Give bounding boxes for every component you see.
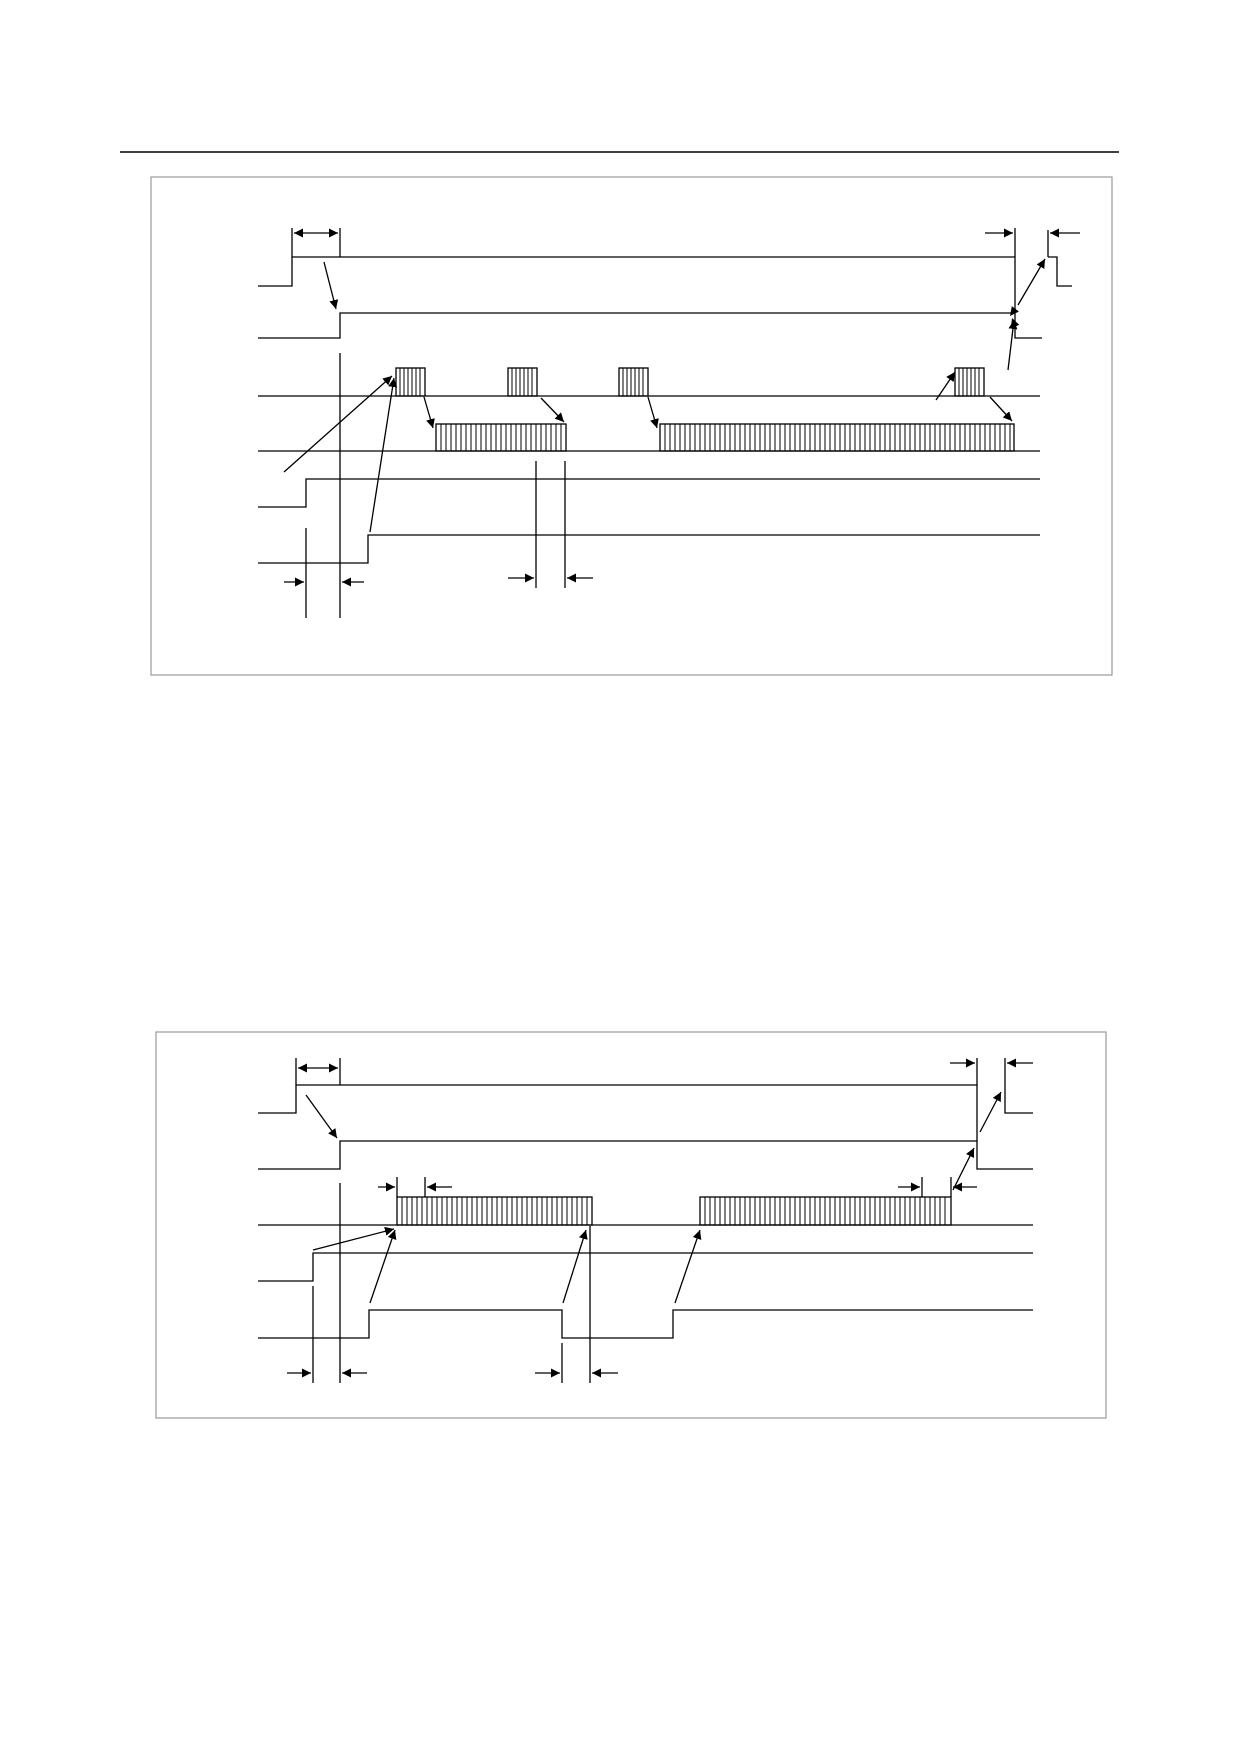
waveform-1 bbox=[258, 1058, 1033, 1170]
waveform-4 bbox=[258, 1226, 1033, 1383]
figure-frame bbox=[155, 1031, 1107, 1419]
waveform-1 bbox=[258, 228, 1080, 371]
waveform-2 bbox=[258, 367, 1040, 397]
waveform-2 bbox=[258, 1147, 1033, 1226]
waveform-4 bbox=[258, 353, 1040, 618]
timing-diagram-1 bbox=[150, 176, 1113, 676]
waveform-3 bbox=[258, 371, 1040, 588]
timing-diagram-2 bbox=[155, 1031, 1107, 1419]
waveform-3 bbox=[258, 1183, 1033, 1383]
figure-frame bbox=[150, 176, 1113, 676]
